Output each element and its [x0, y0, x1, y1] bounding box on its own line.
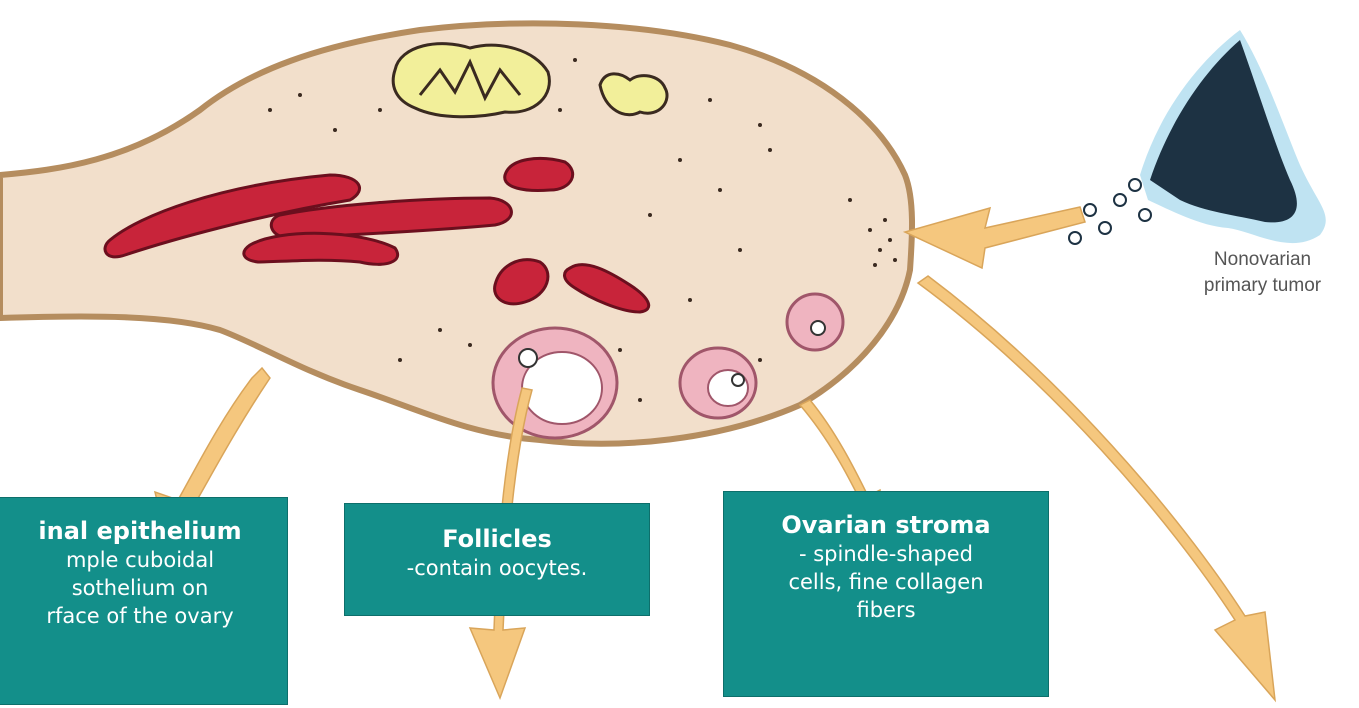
germinal-epithelium-line-1: mple cuboidal [0, 546, 287, 574]
follicles-box: Follicles -contain oocytes. [344, 503, 650, 616]
ovarian-stroma-line-1: - spindle-shaped [724, 540, 1048, 568]
tumor-label-line-2: primary tumor [1170, 273, 1355, 299]
corpus-albicans [393, 44, 549, 117]
germinal-epithelium-line-3: rface of the ovary [0, 602, 287, 630]
germinal-epithelium-line-2: sothelium on [0, 574, 287, 602]
tumor-label-line-1: Nonovarian [1170, 247, 1355, 273]
blood-vessel-4 [505, 158, 573, 190]
ovarian-stroma-box: Ovarian stroma - spindle-shaped cells, f… [723, 491, 1049, 697]
follicles-line-1: -contain oocytes. [345, 554, 649, 582]
follicles-title: Follicles [345, 524, 649, 554]
germinal-epithelium-title: inal epithelium [0, 516, 287, 546]
follicle-small [787, 294, 843, 350]
follicle-large [493, 328, 617, 438]
ovarian-stroma-line-2: cells, fine collagen [724, 568, 1048, 596]
ovarian-stroma-title: Ovarian stroma [724, 510, 1048, 540]
ovarian-stroma-line-3: fibers [724, 596, 1048, 624]
nonovarian-tumor-label: Nonovarian primary tumor [1170, 247, 1355, 299]
germinal-epithelium-box: inal epithelium mple cuboidal sothelium … [0, 497, 288, 705]
primary-tumor [1069, 30, 1326, 244]
arrow-tumor [905, 207, 1085, 268]
follicle-medium [680, 348, 756, 418]
